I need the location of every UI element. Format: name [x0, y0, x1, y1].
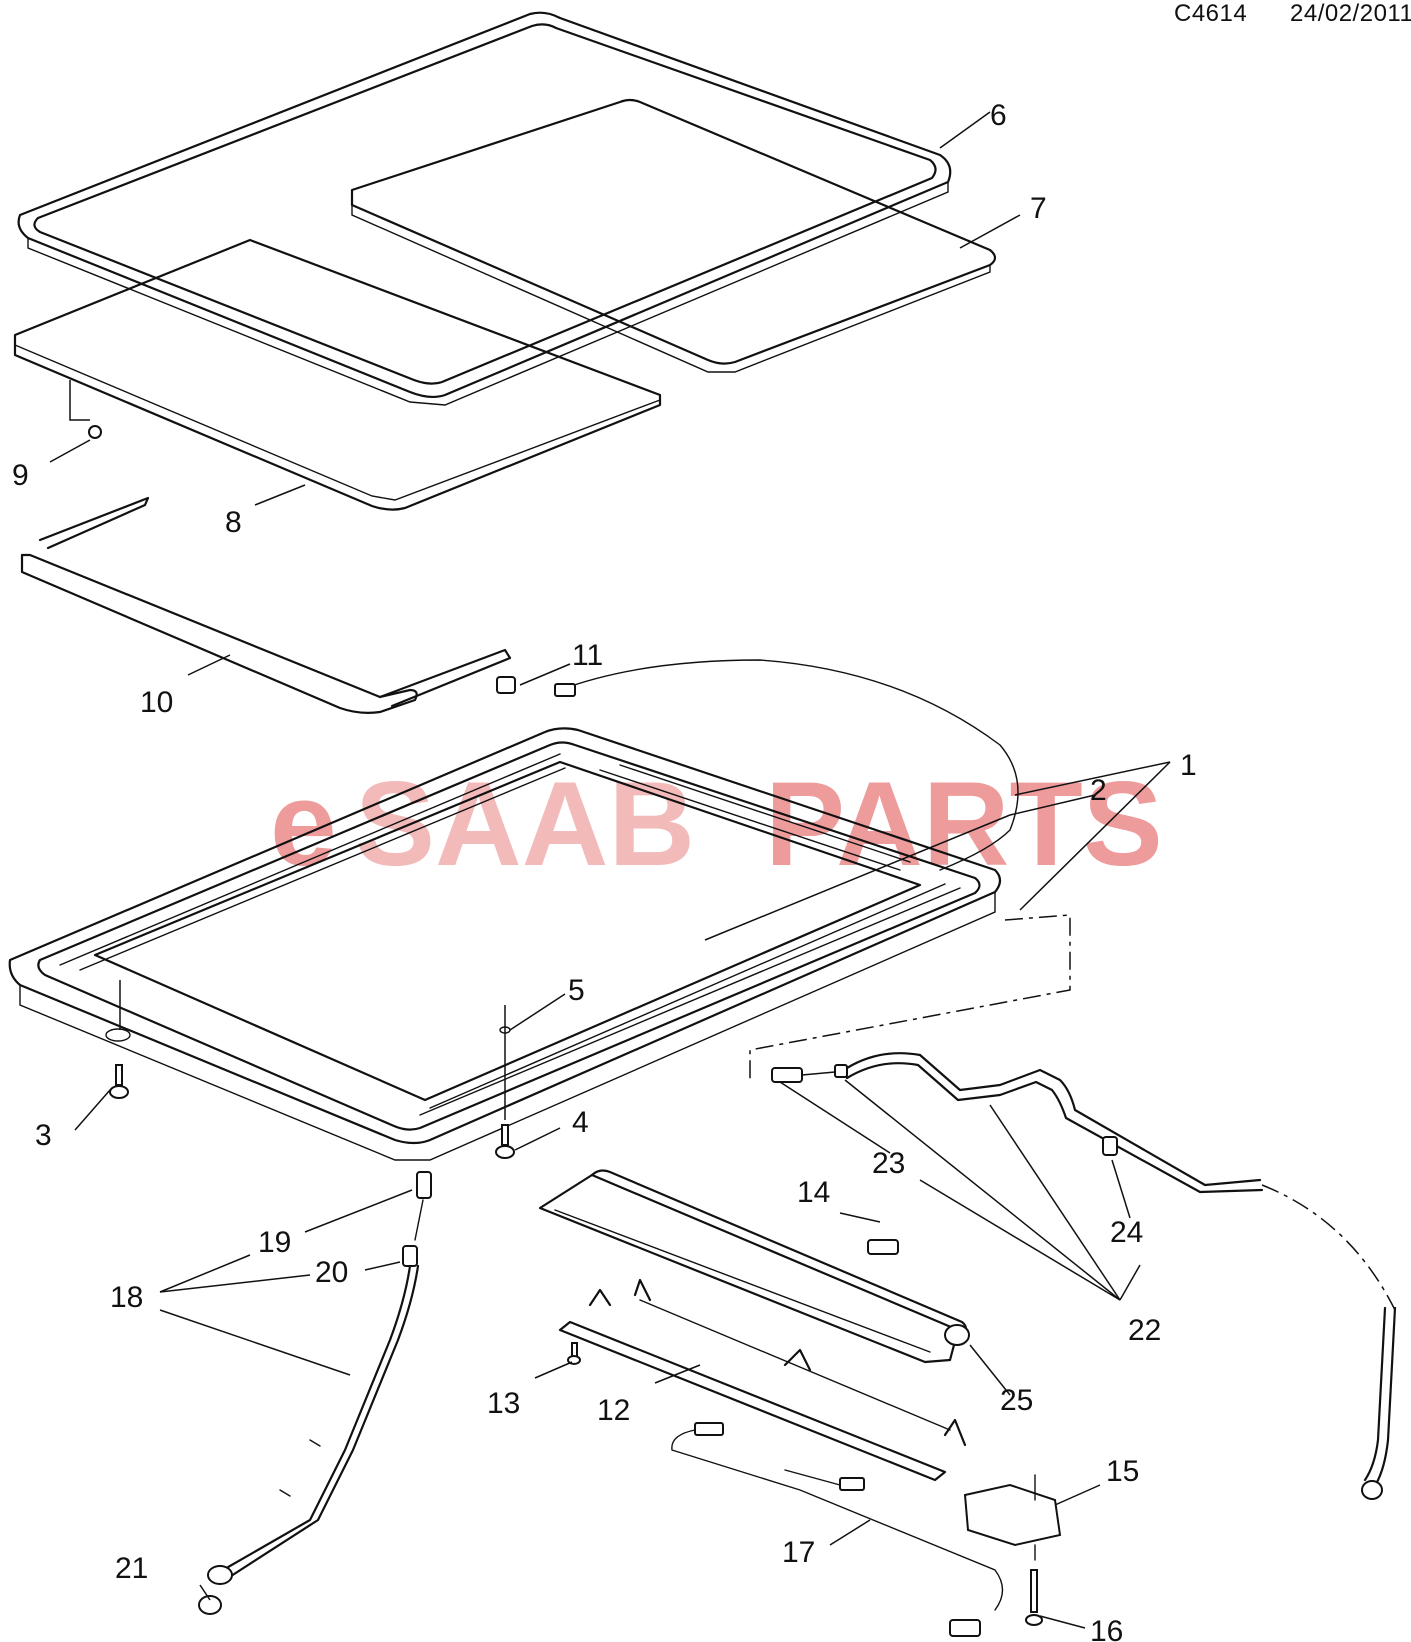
part-13-screw [567, 1342, 581, 1365]
part-9-fastener [88, 425, 102, 439]
callout-2: 2 [1090, 774, 1107, 807]
callout-11: 11 [572, 639, 603, 672]
part-17-wiring [671, 1422, 1004, 1637]
part-6-seal [17, 11, 952, 406]
callout-9: 9 [12, 459, 29, 492]
callout-21: 21 [115, 1552, 148, 1585]
callout-10: 10 [140, 686, 173, 719]
part-5-stud [499, 1005, 511, 1120]
part-3-screw [109, 1064, 129, 1099]
callout-20: 20 [315, 1256, 348, 1289]
callout-16: 16 [1090, 1615, 1123, 1642]
callout-24: 24 [1110, 1216, 1143, 1249]
part-1-frame [8, 727, 1002, 1161]
callout-13: 13 [487, 1387, 520, 1420]
callout-14: 14 [797, 1176, 830, 1209]
part-4-screw [495, 1124, 515, 1159]
callout-7: 7 [1030, 192, 1047, 225]
diagram-date: 24/02/2011 [1290, 0, 1411, 27]
callout-5: 5 [568, 974, 585, 1007]
part-25-sunshade [538, 1169, 970, 1364]
callout-12: 12 [597, 1394, 630, 1427]
callout-8: 8 [225, 506, 242, 539]
part-21-grommet [198, 1565, 233, 1615]
part-11-clip [496, 659, 1019, 871]
callout-4: 4 [572, 1106, 589, 1139]
part-10-deflector [20, 496, 512, 714]
part-12-rail [558, 1278, 967, 1482]
part-7-rear-panel [350, 98, 997, 373]
callout-1: 1 [1180, 749, 1197, 782]
callout-15: 15 [1106, 1455, 1139, 1488]
callout-19: 19 [258, 1226, 291, 1259]
watermark-logo: e SAAB PARTS [270, 757, 1163, 891]
callout-numbers: 1 2 3 4 5 6 7 8 9 10 11 12 13 14 15 16 1… [12, 99, 1197, 1642]
part-8-front-panel [13, 238, 662, 511]
part-15-motor [963, 1474, 1062, 1561]
diagram-code: C4614 [1174, 0, 1248, 27]
part-16-screw [1025, 1569, 1043, 1626]
callout-17: 17 [782, 1536, 815, 1569]
part-24-clip [1102, 1136, 1118, 1156]
leader-lines [49, 111, 1171, 1629]
part-22-rear-drain-hose [771, 1052, 1397, 1500]
connection-dashes [749, 914, 1071, 1082]
callout-22: 22 [1128, 1314, 1161, 1347]
callout-3: 3 [35, 1119, 52, 1152]
callout-6: 6 [990, 99, 1007, 132]
callout-18: 18 [110, 1281, 143, 1314]
part-18-drain-hose [221, 1171, 432, 1580]
watermark-part3: PARTS [765, 757, 1163, 891]
callout-23: 23 [872, 1147, 905, 1180]
callout-25: 25 [1000, 1384, 1033, 1417]
part-14-clip [867, 1239, 899, 1255]
